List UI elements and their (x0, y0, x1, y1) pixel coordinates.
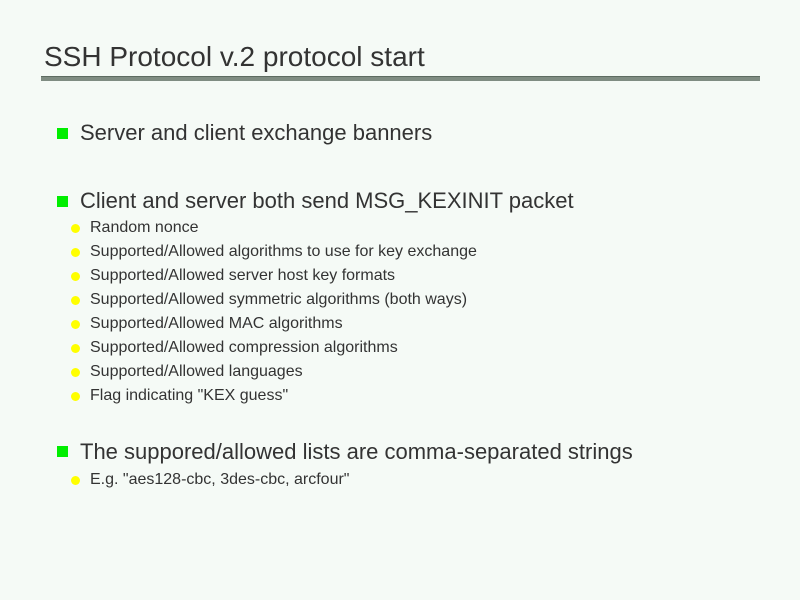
yellow-dot-bullet-icon (71, 344, 80, 353)
bullet-text: Flag indicating "KEX guess" (90, 387, 289, 404)
bullet-item-level2: Supported/Allowed symmetric algorithms (… (0, 288, 800, 312)
bullet-item-level2: Supported/Allowed languages (0, 360, 800, 384)
yellow-dot-bullet-icon (71, 320, 80, 329)
yellow-dot-bullet-icon (71, 296, 80, 305)
green-square-bullet-icon (57, 196, 68, 207)
bullet-item-level1: Client and server both send MSG_KEXINIT … (0, 186, 800, 216)
bullet-text: Random nonce (90, 219, 199, 236)
yellow-dot-bullet-icon (71, 368, 80, 377)
bullet-item-level2: Supported/Allowed algorithms to use for … (0, 240, 800, 264)
bullet-text: Supported/Allowed symmetric algorithms (… (90, 291, 468, 308)
bullet-text: E.g. "aes128-cbc, 3des-cbc, arcfour" (90, 471, 350, 488)
bullet-item-level1: The suppored/allowed lists are comma-sep… (0, 436, 720, 468)
slide-title: SSH Protocol v.2 protocol start (44, 41, 425, 72)
bullet-item-level2: Flag indicating "KEX guess" (0, 384, 800, 408)
bullet-text: The suppored/allowed lists are comma-sep… (80, 439, 633, 464)
spacer (0, 408, 800, 436)
bullet-text: Client and server both send MSG_KEXINIT … (80, 188, 574, 213)
title-divider (41, 76, 760, 81)
yellow-dot-bullet-icon (71, 272, 80, 281)
bullet-text: Supported/Allowed server host key format… (90, 267, 396, 284)
spacer (0, 148, 800, 186)
slide-body: Server and client exchange banners Clien… (0, 118, 800, 492)
green-square-bullet-icon (57, 128, 68, 139)
bullet-text: Server and client exchange banners (80, 120, 433, 145)
yellow-dot-bullet-icon (71, 392, 80, 401)
bullet-item-level2: Supported/Allowed MAC algorithms (0, 312, 800, 336)
bullet-item-level2: Supported/Allowed compression algorithms (0, 336, 800, 360)
bullet-item-level2: Supported/Allowed server host key format… (0, 264, 800, 288)
bullet-text: Supported/Allowed compression algorithms (90, 339, 398, 356)
bullet-item-level2: Random nonce (0, 216, 800, 240)
yellow-dot-bullet-icon (71, 224, 80, 233)
green-square-bullet-icon (57, 446, 68, 457)
bullet-item-level2: E.g. "aes128-cbc, 3des-cbc, arcfour" (0, 468, 800, 492)
bullet-item-level1: Server and client exchange banners (0, 118, 800, 148)
yellow-dot-bullet-icon (71, 248, 80, 257)
yellow-dot-bullet-icon (71, 476, 80, 485)
bullet-text: Supported/Allowed algorithms to use for … (90, 243, 477, 260)
bullet-text: Supported/Allowed MAC algorithms (90, 315, 343, 332)
bullet-text: Supported/Allowed languages (90, 363, 303, 380)
